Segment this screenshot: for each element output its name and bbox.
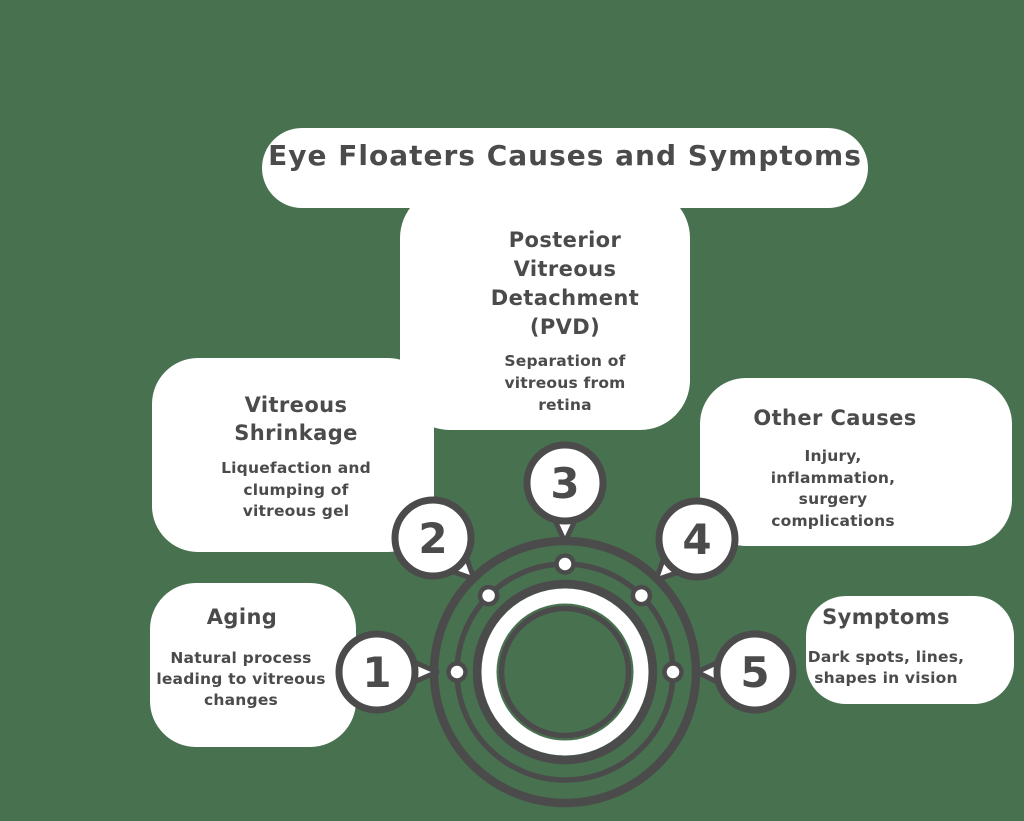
node-4-description: Injury, inflammation, surgery complicati… [770, 447, 896, 530]
node-bubble-4 [655, 497, 739, 581]
aging-card [150, 583, 356, 747]
inner-ring-outer-stroke [472, 579, 658, 765]
node-bubble-2 [391, 496, 475, 580]
node-2-heading: Vitreous Shrinkage [234, 393, 358, 445]
ring-dot-4 [630, 584, 653, 607]
inner-ring-white-band [481, 588, 649, 756]
pvd-card [400, 188, 690, 430]
other-causes-card [700, 378, 1012, 546]
ring-dot-2 [477, 584, 500, 607]
diagram-title: Eye Floaters Causes and Symptoms [268, 139, 862, 172]
node-1-description: Natural process leading to vitreous chan… [156, 649, 326, 709]
ring-dot-1 [446, 661, 468, 683]
ring-dot-3 [554, 553, 576, 575]
node-5-heading: Symptoms [822, 605, 950, 629]
node-number-2: 2 [418, 514, 447, 563]
node-5-description: Dark spots, lines, shapes in vision [807, 648, 965, 687]
symptoms-card [806, 596, 1014, 704]
ring-dot-5 [662, 661, 684, 683]
node-bubble-3 [523, 441, 607, 525]
node-bubble-1 [335, 630, 419, 714]
node-2-description: Liquefaction and clumping of vitreous ge… [221, 459, 371, 520]
node-number-1: 1 [362, 648, 391, 697]
node-3-description: Separation of vitreous from retina [504, 352, 626, 414]
node-number-5: 5 [740, 648, 769, 697]
inner-ring-inner-stroke [498, 605, 632, 739]
node-3-heading: Posterior Vitreous Detachment (PVD) [490, 228, 640, 339]
node-4-heading: Other Causes [753, 406, 917, 430]
node-number-4: 4 [682, 515, 711, 564]
node-bubble-5 [713, 630, 797, 714]
vitreous-shrinkage-card [152, 358, 434, 552]
node-number-3: 3 [550, 459, 579, 508]
node-1-heading: Aging [206, 605, 278, 629]
